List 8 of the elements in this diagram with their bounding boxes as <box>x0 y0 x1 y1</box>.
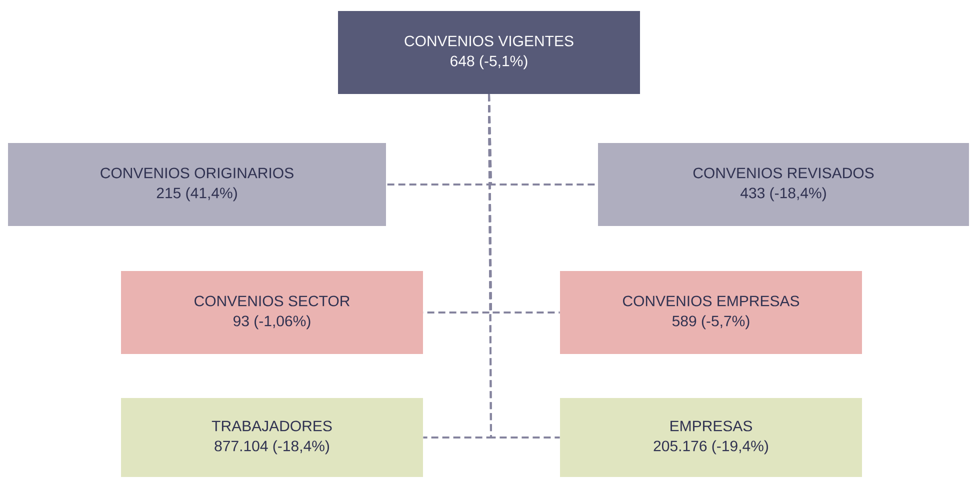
category-box: CONVENIOS VIGENTES 648 (-5,1%) <box>338 11 640 94</box>
category-box: CONVENIOS ORIGINARIOS 215 (41,4%) <box>8 143 386 226</box>
category-box: CONVENIOS REVISADOS 433 (-18,4%) <box>598 143 969 226</box>
connector-line <box>488 94 560 438</box>
category-box: CONVENIOS SECTOR 93 (-1,06%) <box>121 270 423 354</box>
category-box: CONVENIOS EMPRESAS 589 (-5,7%) <box>560 270 862 354</box>
category-box: TRABAJADORES 877.104 (-18,4%) <box>121 398 423 477</box>
category-box: EMPRESAS 205.176 (-19,4%) <box>560 398 862 477</box>
